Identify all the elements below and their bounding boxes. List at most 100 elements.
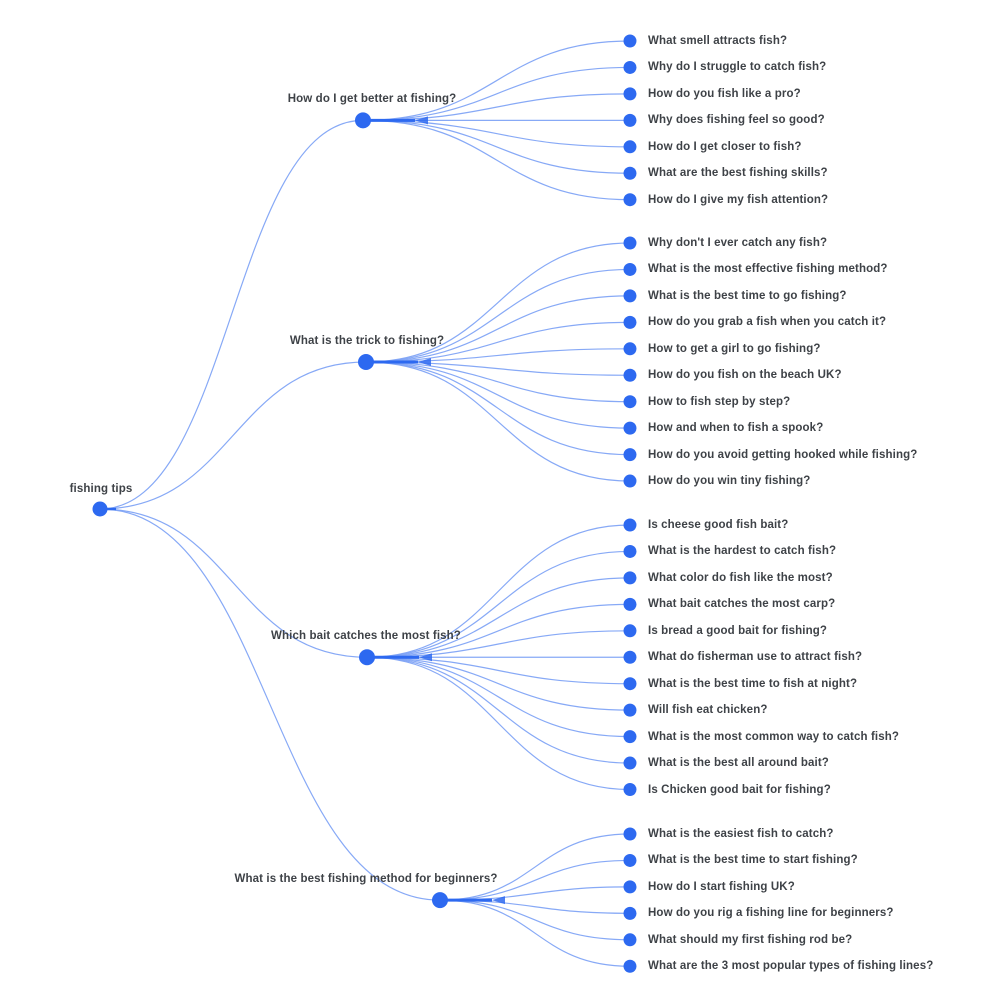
leaf-node[interactable] <box>623 677 637 691</box>
link-branch-leaf <box>439 899 631 941</box>
leaf-node[interactable] <box>623 544 637 558</box>
leaf-label[interactable]: Why does fishing feel so good? <box>648 114 825 127</box>
link-root-branch <box>99 508 368 658</box>
leaf-node[interactable] <box>623 959 637 973</box>
leaf-label[interactable]: What is the best all around bait? <box>648 757 829 770</box>
leaf-node[interactable] <box>623 113 637 127</box>
leaf-label[interactable]: How do you avoid getting hooked while fi… <box>648 448 918 461</box>
leaf-node[interactable] <box>623 166 637 180</box>
leaf-label[interactable]: Is Chicken good bait for fishing? <box>648 783 831 796</box>
leaf-node[interactable] <box>623 395 637 409</box>
leaf-label[interactable]: How do you fish like a pro? <box>648 87 801 100</box>
branch-label[interactable]: What is the trick to fishing? <box>289 335 445 348</box>
leaf-label[interactable]: What is the hardest to catch fish? <box>648 545 837 558</box>
leaf-node[interactable] <box>623 368 637 382</box>
leaf-node[interactable] <box>623 474 637 488</box>
link-branch-leaf <box>362 119 631 201</box>
leaf-label[interactable]: What are the 3 most popular types of fis… <box>648 960 934 973</box>
leaf-label[interactable]: How do I get closer to fish? <box>648 140 802 153</box>
branch-label[interactable]: How do I get better at fishing? <box>287 93 457 106</box>
leaf-label[interactable]: How do I start fishing UK? <box>648 880 795 893</box>
leaf-node[interactable] <box>623 650 637 664</box>
leaf-node[interactable] <box>623 703 637 717</box>
leaf-node[interactable] <box>623 933 637 947</box>
leaf-node[interactable] <box>623 236 637 250</box>
leaf-label[interactable]: What bait catches the most carp? <box>648 598 836 611</box>
link-branch-leaf <box>365 361 631 429</box>
leaf-node[interactable] <box>623 624 637 638</box>
link-branch-leaf <box>365 361 631 482</box>
leaf-label[interactable]: How to get a girl to go fishing? <box>648 342 821 355</box>
leaf-label[interactable]: How do you rig a fishing line for beginn… <box>648 907 894 920</box>
leaf-node[interactable] <box>623 87 637 101</box>
leaf-node[interactable] <box>623 783 637 796</box>
link-branch-leaf <box>366 656 631 711</box>
leaf-node[interactable] <box>623 262 637 276</box>
link-branch-leaf <box>365 295 631 363</box>
leaf-node[interactable] <box>623 421 637 435</box>
leaf-label[interactable]: Why don't I ever catch any fish? <box>648 237 828 249</box>
branch-collapse-arrow <box>415 116 428 125</box>
leaf-label[interactable]: What should my first fishing rod be? <box>648 933 853 946</box>
root-node[interactable] <box>92 501 108 517</box>
leaf-node[interactable] <box>623 193 637 207</box>
leaf-label[interactable]: Why do I struggle to catch fish? <box>648 61 827 74</box>
branch-node[interactable] <box>358 354 374 371</box>
leaf-node[interactable] <box>623 730 637 744</box>
leaf-label[interactable]: What is the best time to start fishing? <box>648 854 858 867</box>
leaf-label[interactable]: How do you fish on the beach UK? <box>648 369 842 382</box>
branch-node[interactable] <box>355 112 371 129</box>
leaf-label[interactable]: How do I give my fish attention? <box>648 193 829 206</box>
leaf-node[interactable] <box>623 34 637 48</box>
leaf-label[interactable]: What are the best fishing skills? <box>648 167 828 180</box>
link-branch-leaf <box>362 66 631 121</box>
leaf-label[interactable]: Is bread a good bait for fishing? <box>648 624 828 637</box>
leaf-node[interactable] <box>623 315 637 329</box>
leaf-node[interactable] <box>623 827 637 841</box>
link-root-branch <box>99 361 367 510</box>
leaf-node[interactable] <box>623 906 637 920</box>
leaf-node[interactable] <box>623 597 637 611</box>
link-branch-leaf <box>366 550 631 658</box>
branch-node[interactable] <box>432 892 448 909</box>
branch-node[interactable] <box>359 649 375 666</box>
link-branch-leaf <box>365 242 631 363</box>
leaf-label[interactable]: What do fisherman use to attract fish? <box>648 651 863 664</box>
leaf-label[interactable]: Will fish eat chicken? <box>648 704 768 717</box>
leaf-node[interactable] <box>623 571 637 585</box>
leaf-node[interactable] <box>623 342 637 356</box>
leaf-node[interactable] <box>623 448 637 462</box>
link-branch-leaf <box>365 321 631 363</box>
root-label[interactable]: fishing tips <box>69 483 133 495</box>
leaf-label[interactable]: How do you grab a fish when you catch it… <box>648 316 887 329</box>
link-branch-leaf <box>365 361 631 456</box>
leaf-label[interactable]: What is the best time to fish at night? <box>648 677 858 690</box>
branch-label[interactable]: What is the best fishing method for begi… <box>234 873 498 886</box>
leaf-label[interactable]: What is the most common way to catch fis… <box>648 730 900 743</box>
link-branch-leaf <box>366 603 631 658</box>
leaf-label[interactable]: How and when to fish a spook? <box>648 422 824 435</box>
branch-label[interactable]: Which bait catches the most fish? <box>271 630 461 643</box>
leaf-label[interactable]: How to fish step by step? <box>648 395 791 408</box>
leaf-node[interactable] <box>623 289 637 303</box>
leaf-label[interactable]: What is the best time to go fishing? <box>648 289 847 302</box>
leaf-label[interactable]: What color do fish like the most? <box>648 571 833 584</box>
link-branch-leaf <box>439 833 631 901</box>
leaf-node[interactable] <box>623 853 637 867</box>
branch-collapse-arrow <box>492 896 505 905</box>
leaf-node[interactable] <box>623 140 637 154</box>
link-branch-leaf <box>439 859 631 901</box>
leaf-node[interactable] <box>623 518 637 532</box>
leaf-label[interactable]: What is the most effective fishing metho… <box>648 263 888 276</box>
link-branch-leaf <box>362 40 631 121</box>
leaf-label[interactable]: How do you win tiny fishing? <box>648 475 811 488</box>
link-branch-leaf <box>362 119 631 174</box>
leaf-node[interactable] <box>623 60 637 74</box>
leaf-node[interactable] <box>623 880 637 894</box>
leaf-label[interactable]: What is the easiest fish to catch? <box>648 828 834 840</box>
leaf-node[interactable] <box>623 756 637 770</box>
leaf-label[interactable]: Is cheese good fish bait? <box>648 519 789 531</box>
leaf-label[interactable]: What smell attracts fish? <box>648 35 788 47</box>
